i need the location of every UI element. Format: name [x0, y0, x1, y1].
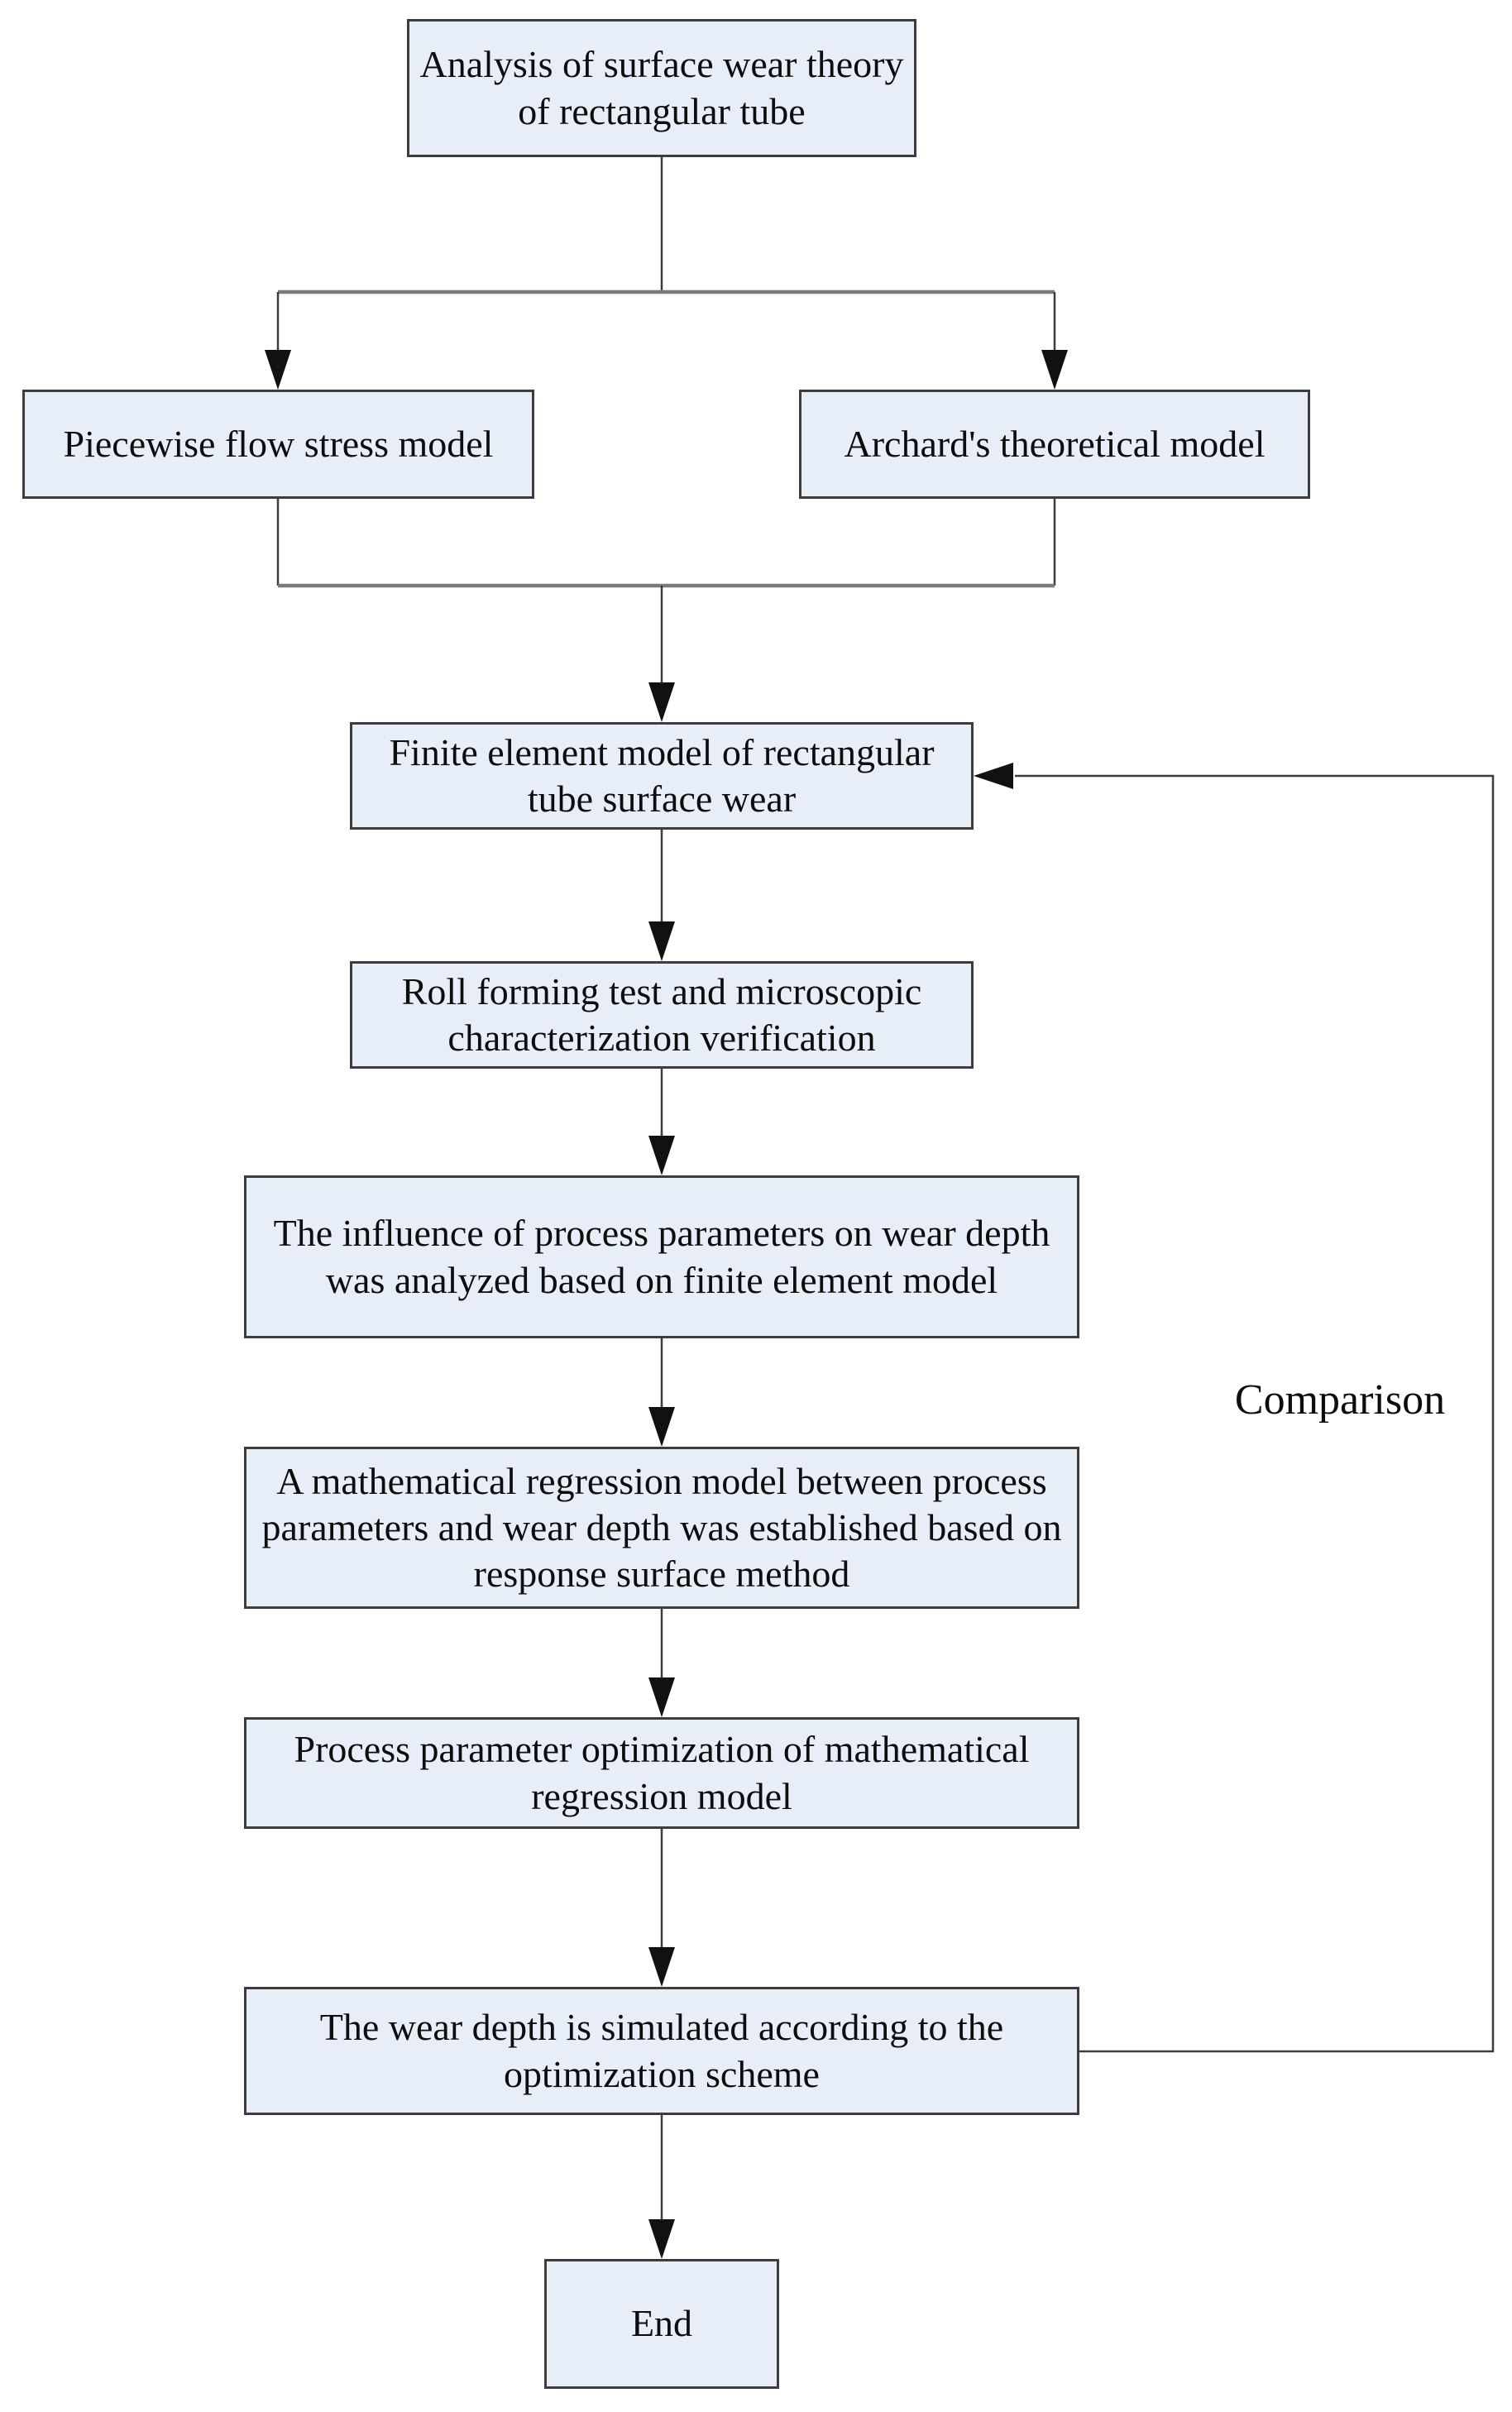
node-end: End — [544, 2259, 779, 2389]
node-end-label: End — [630, 2302, 693, 2345]
arrowhead-into-archard — [1041, 350, 1068, 390]
node-piecewise-label: Piecewise flow stress model — [63, 422, 494, 465]
node-influence: The influence of process parameters on w… — [244, 1175, 1079, 1338]
edge-label-comparison: Comparison — [1234, 1376, 1446, 1424]
node-archard-label: Archard's theoretical model — [844, 422, 1266, 465]
node-roll-test-label: Roll forming test and microscopic charac… — [401, 969, 922, 1059]
node-regression: A mathematical regression model between … — [244, 1447, 1079, 1609]
arrowhead-into-piecewise — [265, 350, 291, 390]
arrowhead-into-end — [648, 2219, 675, 2259]
node-optimization: Process parameter optimization of mathem… — [244, 1717, 1079, 1829]
arrowhead-into-regression — [648, 1407, 675, 1447]
node-influence-label: The influence of process parameters on w… — [273, 1212, 1050, 1301]
node-fem: Finite element model of rectangular tube… — [350, 722, 974, 830]
arrowhead-into-influence — [648, 1136, 675, 1175]
arrowhead-into-optimization — [648, 1677, 675, 1717]
node-analysis: Analysis of surface wear theory of recta… — [407, 19, 916, 157]
arrowhead-into-simulation — [648, 1947, 675, 1987]
node-fem-label: Finite element model of rectangular tube… — [389, 730, 935, 820]
node-roll-test: Roll forming test and microscopic charac… — [350, 961, 974, 1069]
arrowhead-into-rolltest — [648, 921, 675, 961]
node-analysis-label: Analysis of surface wear theory of recta… — [419, 43, 904, 132]
node-optimization-label: Process parameter optimization of mathem… — [294, 1728, 1030, 1817]
edge-comparison-loop — [1015, 774, 1495, 2053]
arrowhead-comparison-into-fem — [974, 763, 1013, 789]
node-simulation-label: The wear depth is simulated according to… — [319, 2006, 1004, 2095]
node-piecewise: Piecewise flow stress model — [22, 390, 534, 499]
arrowhead-into-fem — [648, 682, 675, 722]
node-archard: Archard's theoretical model — [799, 390, 1310, 499]
node-regression-label: A mathematical regression model between … — [261, 1459, 1062, 1596]
node-simulation: The wear depth is simulated according to… — [244, 1987, 1079, 2115]
